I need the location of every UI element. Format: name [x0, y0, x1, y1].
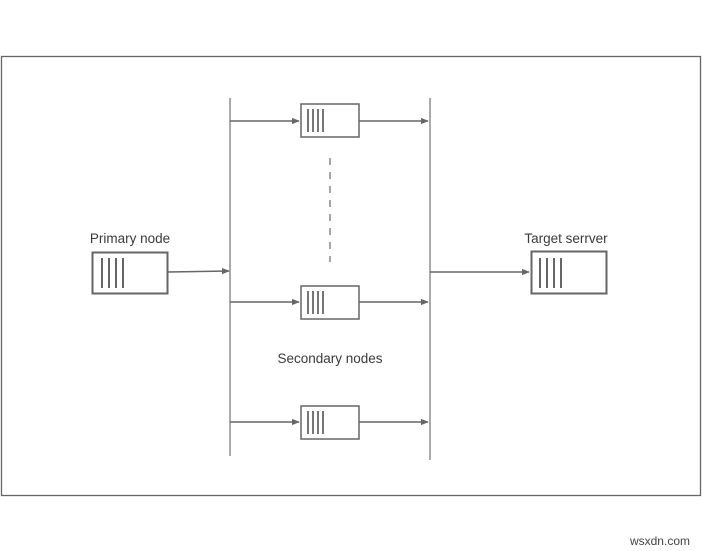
primary-node-label: Primary node: [90, 231, 170, 246]
secondary-node-2-server-icon: [300, 285, 360, 320]
primary-to-bus-arrow: [167, 267, 230, 275]
secondary-node-3-server-icon: [300, 405, 360, 440]
primary-node-server-icon: [91, 251, 169, 295]
secondary-nodes-label: Secondary nodes: [277, 351, 382, 366]
watermark-text: wsxdn.com: [629, 534, 690, 548]
secondary-node-1-server-icon: [300, 103, 360, 138]
target-server-icon: [530, 250, 608, 295]
diagram-frame: [0, 55, 702, 497]
target-server-label: Target serrver: [524, 231, 608, 246]
